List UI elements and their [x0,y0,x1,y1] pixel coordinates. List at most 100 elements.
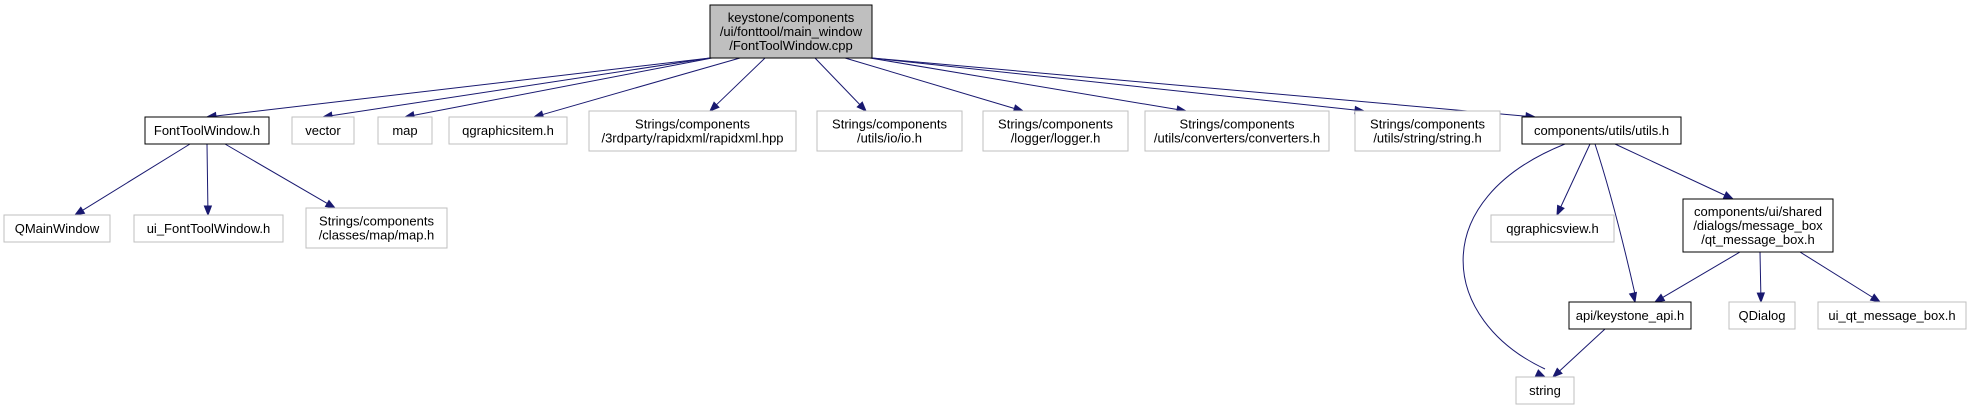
node-label-line: Strings/components [832,117,947,132]
node-logger-h[interactable]: Strings/components/logger/logger.h [982,110,1129,152]
node-label-line: /3rdparty/rapidxml/rapidxml.hpp [601,131,783,146]
node-label-line: QMainWindow [15,221,100,236]
edge-root-to-utils_h [871,57,1537,121]
edge-arrowhead [856,101,867,112]
edge-arrowhead [73,206,86,216]
node-io-h[interactable]: Strings/components/utils/io/io.h [816,110,963,152]
edge-root-to-string_h [871,57,1366,115]
node-label-line: api/keystone_api.h [1576,308,1684,323]
edge-arrowhead [1653,293,1666,303]
node-box [1490,214,1615,243]
node-label-line: Strings/components [635,117,750,132]
node-box [1515,376,1575,405]
node-label-line: Strings/components [1370,117,1485,132]
node-label-line: /utils/string/string.h [1373,131,1481,146]
edge-line [871,57,1528,117]
node-box [3,214,111,243]
edge-arrowhead [1534,369,1547,378]
edge-root-to-rapidxml_hpp [709,57,766,112]
node-root[interactable]: keystone/components/ui/fonttool/main_win… [709,4,873,59]
edge-line [1759,251,1762,295]
node-qdialog[interactable]: QDialog [1728,301,1796,330]
edge-line [1559,143,1591,208]
node-label-line: Strings/components [998,117,1113,132]
edge-qt_message_box_h-to-qdialog [1756,251,1766,304]
edge-line [844,57,1016,110]
edge-line [1462,143,1566,370]
edge-arrowhead [1756,292,1766,304]
node-label-line: string [1529,383,1561,398]
node-label-line: components/ui/shared [1694,204,1822,219]
edge-qt_message_box_h-to-keystone_api_h [1653,251,1741,303]
edge-arrowhead [709,101,720,112]
node-box [144,116,270,145]
edge-line [869,57,1179,111]
node-ui-fonttoolwindow-h[interactable]: ui_FontToolWindow.h [133,214,284,243]
node-string-h[interactable]: Strings/components/utils/string/string.h [1354,110,1501,152]
node-qgraphicsitem-h[interactable]: qgraphicsitem.h [448,116,568,145]
node-vector[interactable]: vector [291,116,355,145]
node-utils-h[interactable]: components/utils/utils.h [1521,116,1682,145]
node-fonttoolwindow-h[interactable]: FontToolWindow.h [144,116,270,145]
edge-line [412,57,713,116]
node-label-line: map [392,123,417,138]
node-label-line: /ui/fonttool/main_window [720,24,863,39]
node-qgraphicsview-h[interactable]: qgraphicsview.h [1490,214,1615,243]
node-box [588,110,797,152]
edge-utils_h-to-keystone_api_h [1594,143,1638,304]
node-qmainwindow[interactable]: QMainWindow [3,214,111,243]
edge-arrowhead [203,205,213,217]
edge-fonttoolwindow_h-to-qmainwindow [73,143,191,216]
edge-line [81,143,191,212]
node-box [133,214,284,243]
edge-root-to-io_h [814,57,867,112]
edge-arrowhead [1556,204,1565,217]
node-label-line: /dialogs/message_box [1693,218,1823,233]
node-label-line: Strings/components [319,214,434,229]
edge-line [814,57,861,106]
node-label-line: /logger/logger.h [1011,131,1101,146]
node-label-line: qgraphicsitem.h [462,123,554,138]
node-label-line: components/utils/utils.h [1534,123,1669,138]
node-label-line: /classes/map/map.h [319,228,435,243]
node-map[interactable]: map [377,116,433,145]
node-box [1817,301,1967,330]
edge-line [214,57,711,117]
edge-root-to-logger_h [844,57,1025,113]
edge-line [541,57,741,116]
node-box [305,207,448,249]
node-box [982,110,1129,152]
node-box [448,116,568,145]
node-box [377,116,433,145]
edge-root-to-vector [321,57,711,120]
edge-arrowhead [1551,367,1563,378]
node-converters-h[interactable]: Strings/components/utils/converters/conv… [1144,110,1330,152]
node-label-line: ui_qt_message_box.h [1828,308,1955,323]
edge-utils_h-to-qgraphicsview_h [1556,143,1591,217]
edge-line [715,57,766,106]
node-qt-message-box-h[interactable]: components/ui/shared/dialogs/message_box… [1682,198,1834,253]
edge-line [1661,251,1741,299]
edge-line [1594,143,1636,295]
node-label-line: vector [305,123,341,138]
edge-utils_h-to-string [1462,143,1566,378]
node-map-h[interactable]: Strings/components/classes/map/map.h [305,207,448,249]
node-label-line: qgraphicsview.h [1506,221,1599,236]
node-box [709,4,873,59]
edge-keystone_api_h-to-string [1551,328,1606,378]
node-string[interactable]: string [1515,376,1575,405]
node-box [1354,110,1501,152]
edge-line [224,143,329,205]
node-box [1728,301,1796,330]
nodes-layer: keystone/components/ui/fonttool/main_win… [3,4,1967,405]
edge-line [1799,251,1874,299]
edge-arrowhead [1869,293,1882,303]
node-label-line: /utils/io/io.h [857,131,922,146]
edges-layer [73,57,1882,378]
edge-root-to-converters_h [869,57,1188,114]
node-box [1144,110,1330,152]
node-box [1568,301,1692,330]
node-ui-qt-message-box-h[interactable]: ui_qt_message_box.h [1817,301,1967,330]
node-keystone-api-h[interactable]: api/keystone_api.h [1568,301,1692,330]
node-rapidxml-hpp[interactable]: Strings/components/3rdparty/rapidxml/rap… [588,110,797,152]
